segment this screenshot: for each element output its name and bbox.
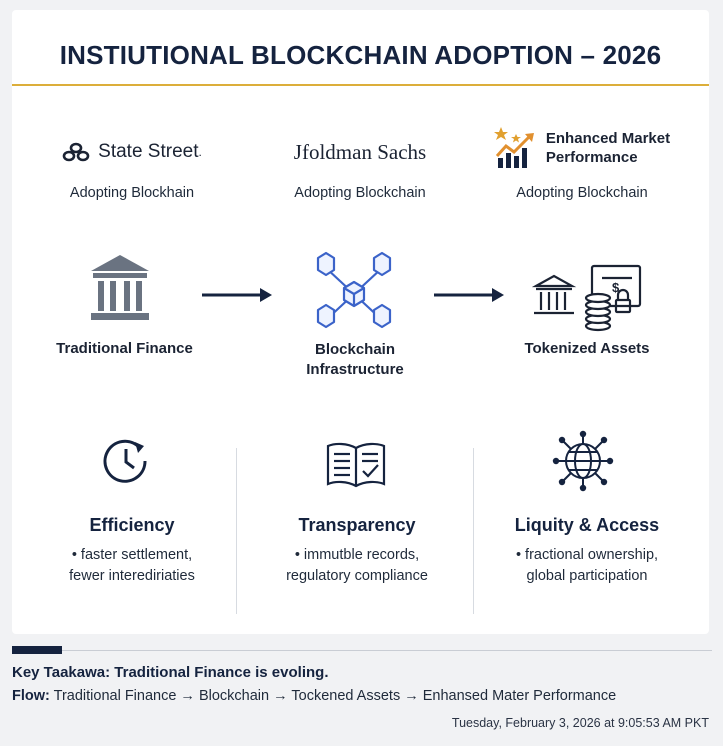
title-divider — [12, 84, 709, 86]
adopter-name: State Street — [98, 141, 199, 162]
benefit-detail: • immutble records, — [294, 547, 420, 563]
page-title: INSTIUTIONAL BLOCKCHAIN ADOPTION – 2026 — [59, 40, 662, 70]
benefit-title: Liquity & Access — [514, 515, 660, 535]
adopter-name-line2: Performance — [545, 149, 638, 166]
adopter-status: Adopting Blockchain — [294, 185, 426, 201]
benefit-detail: regulatory compliance — [286, 568, 428, 584]
adopter-name-suffix: . — [198, 145, 202, 159]
adopter-goldman-sachs: Jfoldman Sachs — [270, 132, 450, 172]
adopter-name-line1: Enhanced Market — [545, 130, 671, 147]
global-network-icon — [552, 430, 614, 492]
flow-step-label-line1: Blockchain — [314, 341, 396, 358]
infographic-card: INSTIUTIONAL BLOCKCHAIN ADOPTION – 2026 … — [12, 10, 709, 634]
right-arrow-icon — [432, 286, 506, 304]
bank-building-icon — [89, 253, 151, 323]
flow-step-label-line2: Infrastructure — [306, 361, 404, 378]
flow-summary-text: Traditional Finance → Blockchain → Tocke… — [49, 688, 617, 704]
adopter-name: Jfoldman Sachs — [293, 139, 427, 164]
tokenized-assets-icon: $ — [532, 262, 644, 334]
adopter-status: Adopting Blockhain — [69, 185, 195, 201]
benefit-title: Efficiency — [89, 515, 175, 535]
key-takeaway: Key Taakawa: Traditional Finance is evol… — [12, 664, 329, 681]
clock-icon — [99, 434, 153, 488]
star-growth-chart-icon — [493, 126, 536, 170]
flow-step-label: Traditional Finance — [56, 340, 193, 357]
timestamp: Tuesday, February 3, 2026 at 9:05:53 AM … — [451, 716, 709, 730]
footer-rule — [12, 650, 712, 651]
adopter-name: Enhanced Market Performance — [546, 129, 670, 167]
flow-step-label: Tokenized Assets — [524, 340, 650, 357]
flow-summary-label: Flow: — [12, 688, 50, 704]
benefit-detail: • fractional ownership, — [515, 547, 659, 563]
benefit-detail: global participation — [526, 568, 648, 584]
benefit-title: Transparency — [298, 515, 416, 535]
flow-summary: Flow: Traditional Finance → Blockchain →… — [12, 688, 616, 704]
flow-step-label: Blockchain Infrastructure — [270, 340, 440, 380]
column-divider — [473, 448, 474, 614]
adopter-status: Adopting Blockchain — [516, 185, 648, 201]
blockchain-network-icon — [298, 248, 410, 340]
state-street-logo-icon — [62, 142, 90, 162]
adopter-enhanced-market: Enhanced Market Performance — [482, 126, 682, 170]
footer-accent-bar — [12, 646, 62, 654]
column-divider — [236, 448, 237, 614]
svg-text:$: $ — [612, 280, 620, 295]
benefit-detail: • faster settlement, — [71, 547, 193, 563]
benefit-detail: fewer interediriaties — [69, 568, 195, 584]
right-arrow-icon — [200, 286, 274, 304]
ledger-book-icon — [325, 440, 387, 490]
adopter-state-street: State Street. — [52, 132, 212, 172]
